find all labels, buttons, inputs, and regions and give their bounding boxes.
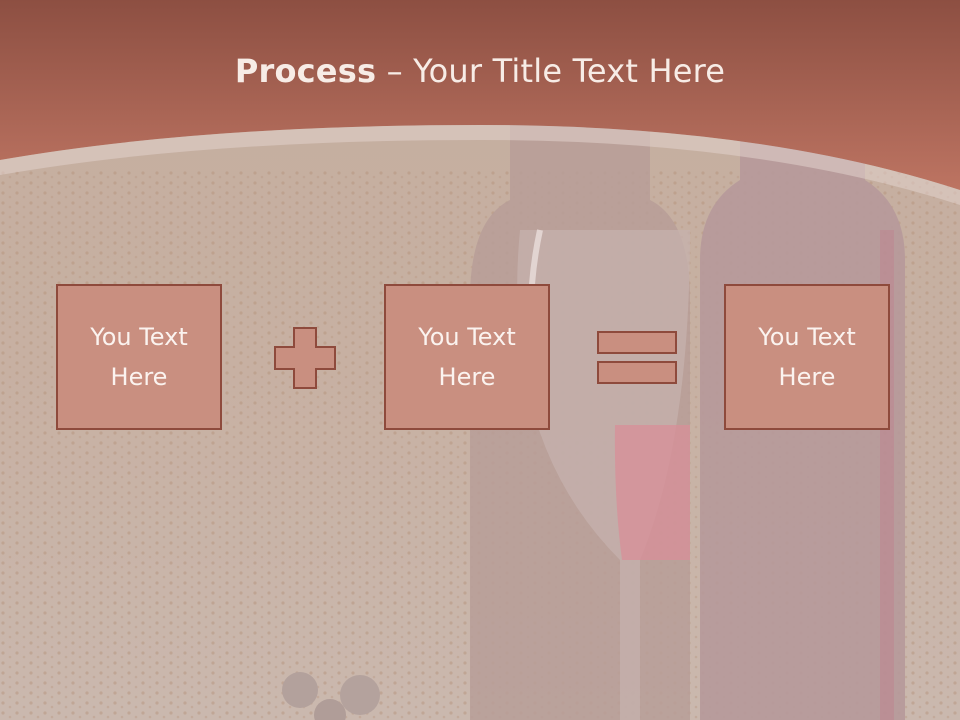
title-dash: – xyxy=(376,52,414,90)
text-box-2-label: You Text Here xyxy=(418,323,516,391)
text-box-1-label: You Text Here xyxy=(90,323,188,391)
text-box-3[interactable]: You Text Here xyxy=(724,284,890,430)
grapes xyxy=(282,672,380,720)
slide-title: Process – Your Title Text Here xyxy=(0,52,960,90)
header-band xyxy=(0,0,960,190)
text-box-1[interactable]: You Text Here xyxy=(56,284,222,430)
text-box-3-label: You Text Here xyxy=(758,323,856,391)
title-bold: Process xyxy=(234,52,377,90)
text-box-2[interactable]: You Text Here xyxy=(384,284,550,430)
equals-icon xyxy=(597,331,677,384)
plus-icon xyxy=(274,327,336,389)
title-text: Your Title Text Here xyxy=(413,52,726,90)
